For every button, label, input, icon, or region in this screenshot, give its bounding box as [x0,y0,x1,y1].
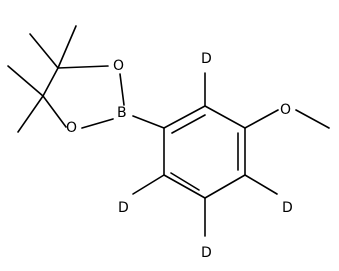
bond-double-inner-3 [170,172,200,191]
bond-ring-1 [163,105,206,129]
atom-label-boron: B [117,105,127,121]
bond-o-b-bottom [81,118,114,129]
bond-ring-5 [163,174,206,199]
bond-c-o-top [57,65,109,69]
atom-label-deuterium-bottom: D [201,245,212,261]
bond-o-b-top [119,73,125,106]
bond-methyl-1 [29,33,59,69]
bond-double-inner-1 [171,114,206,134]
atom-label-o-methoxy: O [280,102,291,118]
atom-label-deuterium-left: D [118,200,129,216]
atom-label-o-ring-top: O [113,58,124,74]
bond-c-c-ring [42,67,59,97]
bond-d-right [244,174,278,195]
bond-methoxy-o [244,109,279,129]
bond-b-aryl [132,115,165,129]
bond-methyl-4 [17,95,44,133]
atom-label-deuterium-right: D [282,200,293,216]
atom-label-o-ring-bottom: O [66,120,77,136]
bond-ring-2 [204,105,246,129]
bond-d-left [132,174,165,195]
bond-methyl-2 [57,25,77,69]
bond-methyl-3 [7,65,44,97]
bond-methoxy-ch3 [295,109,330,129]
bond-c-o-bottom [42,95,67,128]
atom-label-deuterium-top: D [201,51,212,67]
bond-ring-4 [204,174,246,199]
